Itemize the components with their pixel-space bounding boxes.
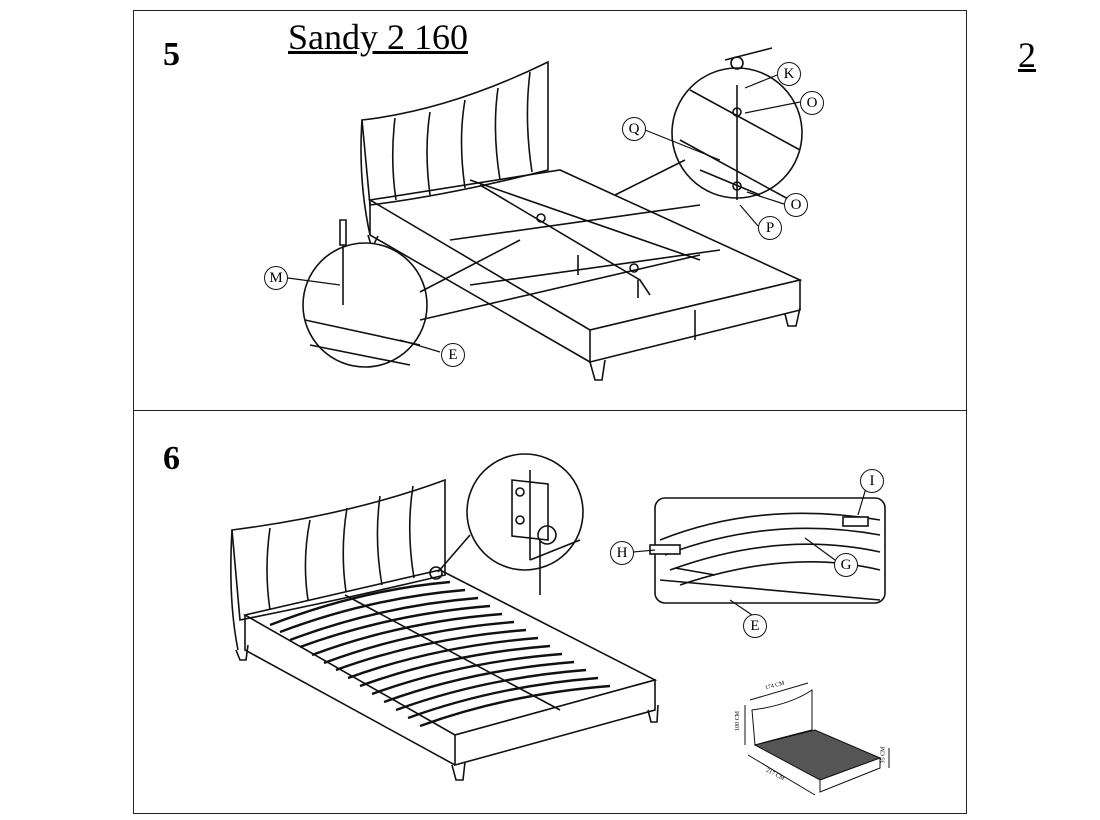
step-6-number: 6 [163,440,180,477]
product-title: Sandy 2 160 [288,17,468,57]
step5-callouts [287,74,801,353]
step-divider [133,410,967,411]
step6-bed-illustration [230,478,659,781]
dim-height: 100 CM [734,711,741,731]
dimensions-thumbnail [744,682,890,796]
dim-frame-height: 35 CM [880,746,887,764]
callout-h: H [610,541,634,565]
callout-p: P [758,216,782,240]
step-5-number: 5 [163,36,180,73]
callout-m: M [264,266,288,290]
step5-detail-circle-right [614,47,803,201]
step5-detail-circle-left [302,219,701,368]
step6-callouts [632,487,867,616]
step6-bracket-detail [429,453,584,595]
step6-slat-detail [649,497,886,604]
callout-o-top: O [800,91,824,115]
callout-e-step5: E [441,343,465,367]
callout-e-step6: E [743,614,767,638]
step5-bed-illustration [360,60,803,381]
callout-o-bottom: O [784,193,808,217]
page-number: 2 [1018,35,1036,75]
callout-g: G [834,553,858,577]
callout-k: K [777,62,801,86]
callout-i: I [860,469,884,493]
callout-q: Q [622,117,646,141]
instruction-frame [133,10,967,814]
